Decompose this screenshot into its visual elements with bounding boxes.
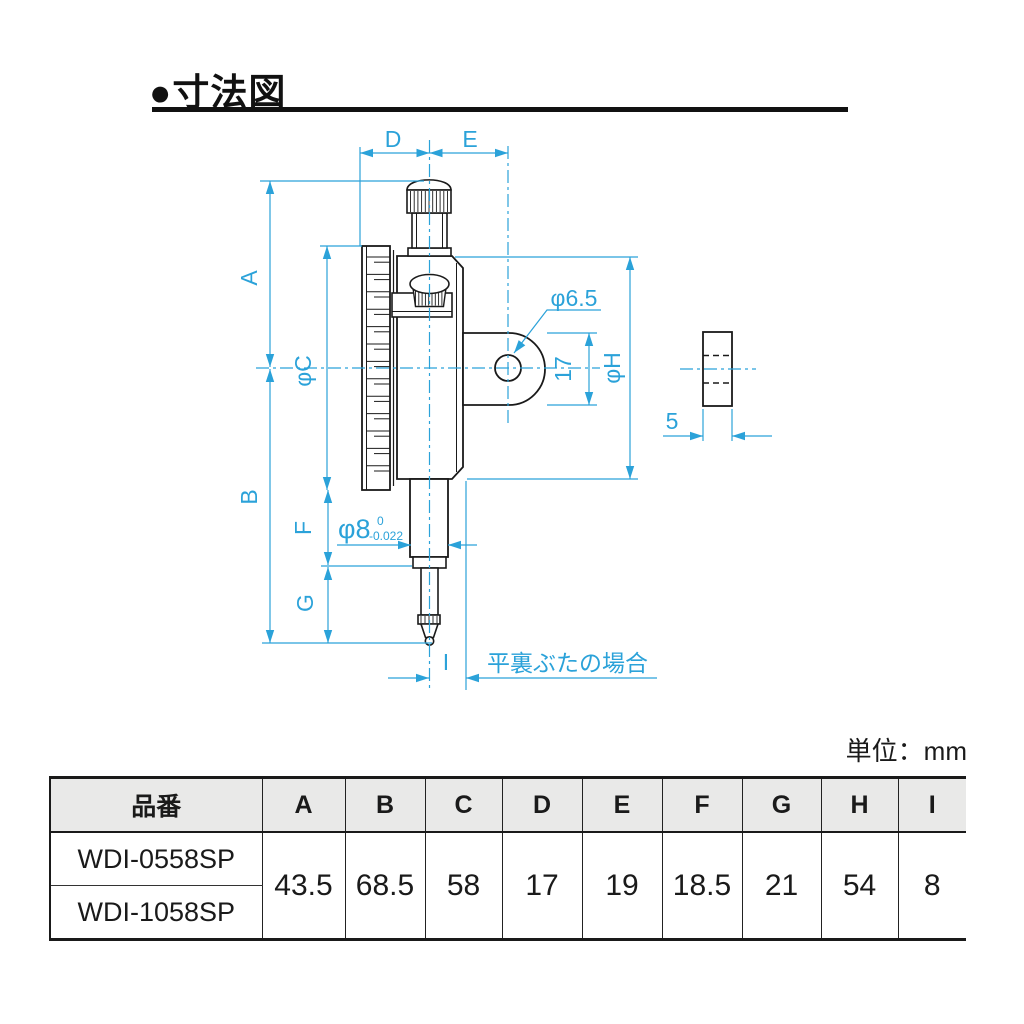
table-row: WDI-0558SP 43.5 68.5 58 17 19 18.5 21 54… <box>49 831 966 941</box>
dim-header-cell: H <box>820 776 899 833</box>
bezel-knurl-lines <box>367 256 390 472</box>
dim-label-i: I <box>443 649 449 675</box>
dim-label-17: 17 <box>550 356 576 382</box>
dimension-labels: D E A B φC F G 17 φH φ6.5 5 I φ8 0 -0.02… <box>236 126 678 676</box>
dim-value-cell: 54 <box>820 831 899 941</box>
dim-value-cell: 58 <box>424 831 503 941</box>
dim-label-phi-h: φH <box>599 352 625 384</box>
dim-header-cell: C <box>424 776 503 833</box>
dimension-lines <box>256 140 772 690</box>
dim-label-a: A <box>236 270 262 286</box>
dim-header-cell: G <box>741 776 822 833</box>
dim-header-cell: B <box>344 776 426 833</box>
dim-header-cell: A <box>261 776 346 833</box>
dim-header-cell: E <box>581 776 663 833</box>
table-header-row: 品番 A B C D E F G H I <box>49 776 966 833</box>
indicator-outline <box>361 179 546 646</box>
dim-label-b: B <box>236 489 262 504</box>
product-cell: WDI-1058SP <box>49 885 263 941</box>
dim-value-cell: 68.5 <box>344 831 426 941</box>
dim-label-f: F <box>290 521 316 535</box>
dim-value-cell: 17 <box>501 831 583 941</box>
dim-label-phi8: φ8 <box>338 514 371 544</box>
dim-label-phi-c: φC <box>290 355 316 387</box>
dim-label-hole-dia: φ6.5 <box>551 285 598 311</box>
dim-label-tol-lower: -0.022 <box>369 529 403 543</box>
dim-header-cell: I <box>897 776 966 833</box>
dim-value-cell: 8 <box>897 831 966 941</box>
dim-value-cell: 43.5 <box>261 831 346 941</box>
dim-label-5: 5 <box>666 408 679 434</box>
table-row: WDI-1058SP <box>49 885 966 941</box>
product-cell: WDI-0558SP <box>49 831 263 886</box>
dim-value-cell: 21 <box>741 831 822 941</box>
dim-label-tol-upper: 0 <box>377 514 384 528</box>
flat-back-note: 平裏ぶたの場合 <box>487 650 648 676</box>
dim-value-cell: 18.5 <box>661 831 743 941</box>
product-header-cell: 品番 <box>49 776 263 833</box>
dim-label-d: D <box>385 126 402 152</box>
dimension-table: 品番 A B C D E F G H I WDI-0558SP 43.5 68.… <box>49 776 966 941</box>
page-title: ●寸法図 <box>149 72 287 113</box>
dimension-arrowheads <box>265 148 745 683</box>
dim-label-e: E <box>462 126 477 152</box>
dim-label-g: G <box>292 594 318 612</box>
dim-value-cell: 19 <box>581 831 663 941</box>
unit-label: 単位：mm <box>845 736 967 766</box>
dim-header-cell: D <box>501 776 583 833</box>
dim-header-cell: F <box>661 776 743 833</box>
title-underline <box>152 107 848 112</box>
